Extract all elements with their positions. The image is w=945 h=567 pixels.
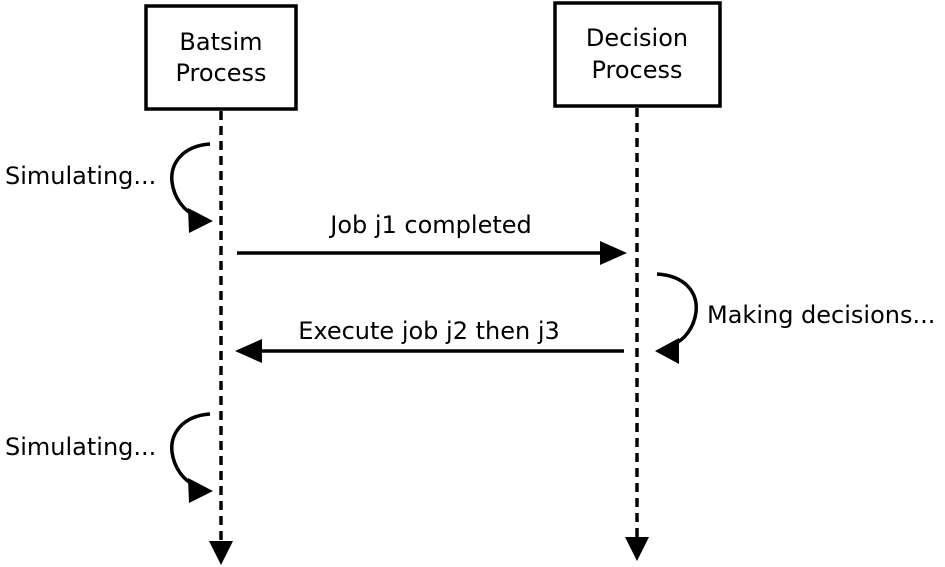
decision-self-activity: Making decisions... (655, 272, 935, 364)
simulating-label-2: Simulating... (5, 433, 156, 461)
job-completed-label: Job j1 completed (328, 211, 532, 239)
execute-jobs-label: Execute job j2 then j3 (298, 317, 560, 345)
curved-arrow-icon (656, 272, 698, 346)
decision-process-box (553, 1, 722, 108)
batsim-process-label-line1: Batsim (179, 28, 262, 56)
message-job-completed: Job j1 completed (237, 211, 627, 265)
curved-arrowhead (188, 478, 213, 503)
curved-arrow-icon (170, 412, 211, 488)
batsim-lifeline-arrowhead (209, 541, 233, 565)
curved-arrowhead (188, 208, 213, 233)
decision-lifeline (625, 108, 649, 561)
batsim-process-label-line2: Process (175, 59, 266, 87)
batsim-participant: Batsim Process (144, 4, 298, 111)
job-completed-arrowhead (600, 241, 627, 265)
batsim-lifeline (209, 111, 233, 565)
decision-process-label-line2: Process (591, 56, 682, 84)
batsim-process-box (144, 4, 298, 111)
simulating-label-1: Simulating... (5, 162, 156, 190)
decision-lifeline-arrowhead (625, 537, 649, 561)
execute-jobs-arrowhead (235, 339, 262, 363)
decision-process-label-line1: Decision (586, 24, 688, 52)
curved-arrow-icon (170, 142, 211, 218)
decision-participant: Decision Process (553, 1, 722, 108)
making-decisions-label: Making decisions... (707, 301, 935, 329)
message-execute-jobs: Execute job j2 then j3 (235, 317, 624, 363)
batsim-self-activity-2: Simulating... (5, 412, 213, 503)
batsim-self-activity-1: Simulating... (5, 142, 213, 233)
curved-arrowhead (655, 338, 679, 364)
